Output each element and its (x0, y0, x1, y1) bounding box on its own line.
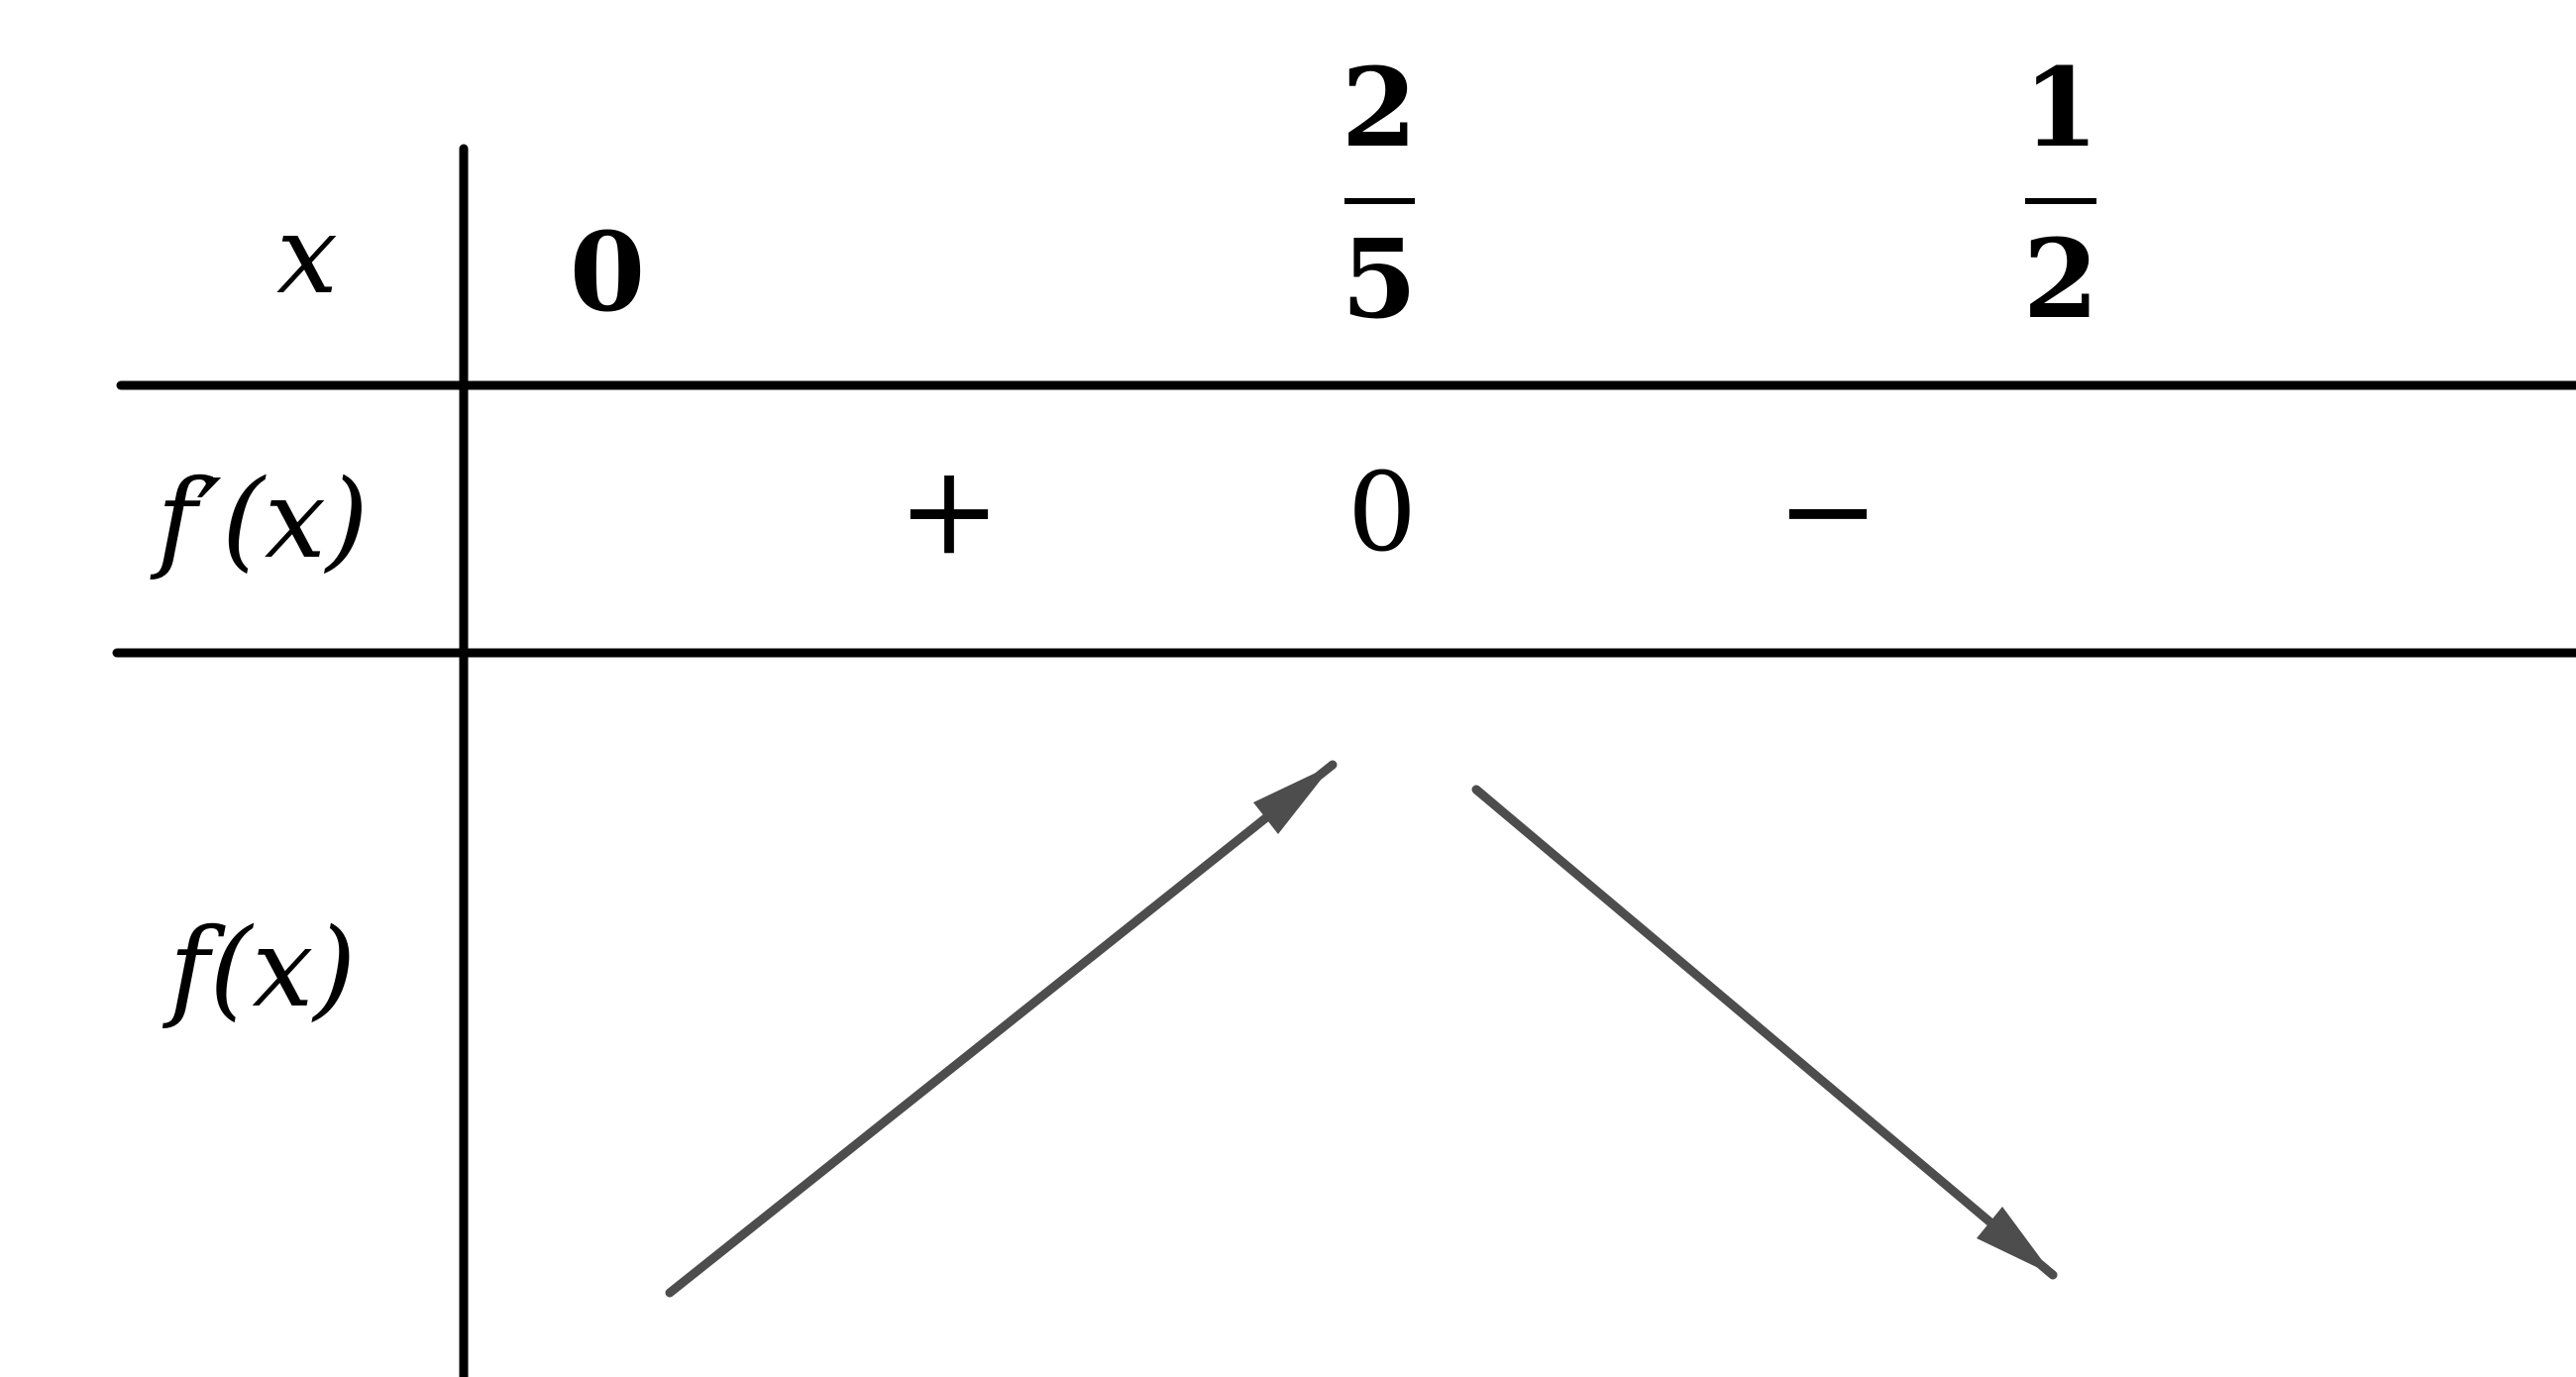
x-value-end-denominator: 2 (2023, 215, 2099, 343)
x-value-end-numerator: 1 (2023, 44, 2099, 171)
decreasing-arrow (1471, 785, 2058, 1280)
decreasing-arrowhead (1977, 1207, 2053, 1275)
derivative-zero: 0 (1347, 449, 1417, 576)
increasing-arrowhead (1253, 765, 1333, 834)
increasing-arrow (665, 760, 1338, 1298)
derivative-sign-right: − (1776, 439, 1880, 583)
row-label-derivative: f′(x) (150, 456, 369, 583)
row-label-x: x (276, 191, 338, 318)
derivative-sign-left: + (898, 439, 1002, 583)
x-value-critical-numerator: 2 (1342, 44, 1418, 171)
row-label-function: f(x) (162, 904, 357, 1031)
x-value-critical-denominator: 5 (1342, 215, 1418, 343)
x-value-start: 0 (570, 208, 646, 336)
